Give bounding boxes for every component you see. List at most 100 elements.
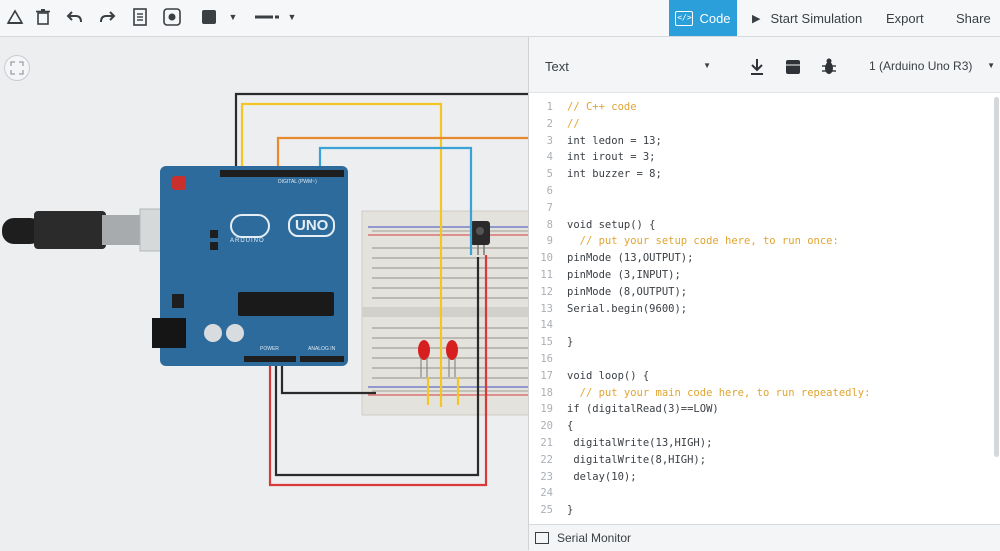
circuit-canvas[interactable]: DIGITAL (PWM~) UNO ARDUINO POWER ANALOG … (0, 37, 528, 550)
share-label: Share (956, 10, 991, 26)
analog-label: ANALOG IN (308, 346, 336, 352)
chevron-down-icon: ▼ (703, 61, 711, 70)
editor-scrollbar[interactable] (994, 97, 999, 457)
line-number: 15 (540, 336, 553, 349)
serial-monitor-label: Serial Monitor (557, 531, 632, 545)
device-select[interactable]: 1 (Arduino Uno R3) ▼ (869, 59, 995, 77)
line-number: 23 (540, 470, 553, 483)
wires[interactable] (234, 92, 528, 487)
library-icon[interactable] (785, 58, 801, 76)
undo-icon[interactable] (64, 6, 86, 28)
code-mode-select[interactable]: Text ▼ (545, 59, 711, 77)
code-line: int irout = 3; (567, 151, 656, 164)
analog-header (300, 356, 344, 362)
line-number: 2 (546, 117, 553, 130)
code-button-label: Code (699, 10, 731, 26)
line-number: 19 (540, 403, 553, 416)
serial-monitor-icon (535, 532, 549, 544)
arduino-uno-board[interactable]: DIGITAL (PWM~) UNO ARDUINO POWER ANALOG … (152, 166, 348, 366)
line-number: 8 (546, 218, 553, 231)
line-number: 22 (540, 453, 553, 466)
eye-icon[interactable] (161, 6, 183, 28)
circuit-drawing (2, 92, 528, 487)
line-number: 10 (540, 252, 553, 265)
code-line: } (567, 336, 574, 349)
code-line: pinMode (8,OUTPUT); (567, 285, 688, 298)
code-line: int buzzer = 8; (567, 168, 662, 181)
code-line: } (567, 504, 574, 517)
code-comment-line: // put your setup code here, to run once… (567, 235, 839, 248)
uno-logo: UNO (288, 214, 336, 237)
line-number: 9 (546, 235, 553, 248)
code-line: int ledon = 13; (567, 134, 662, 147)
top-toolbar: ▼ ▼ </> Code ▶ Start Simulation Export S… (0, 0, 1000, 37)
power-header (244, 356, 296, 362)
code-mode-value: Text (545, 59, 569, 74)
led-1[interactable] (418, 340, 430, 377)
code-line: digitalWrite(13,HIGH); (567, 437, 713, 449)
line-number: 18 (540, 386, 553, 399)
notes-icon[interactable] (129, 6, 151, 28)
line-style-icon[interactable] (252, 6, 282, 28)
small-chip (210, 230, 218, 238)
serial-monitor-bar[interactable]: Serial Monitor (529, 524, 1000, 551)
device-value: 1 (Arduino Uno R3) (869, 59, 973, 73)
start-simulation-button[interactable]: ▶ Start Simulation (752, 0, 862, 36)
code-comment-line: // put your main code here, to run repea… (567, 386, 871, 399)
power-label: POWER (260, 346, 279, 352)
line-number: 11 (540, 269, 553, 281)
reset-button[interactable] (172, 176, 186, 190)
line-number: 24 (540, 487, 553, 500)
fill-color-dropdown-icon[interactable]: ▼ (228, 12, 238, 22)
download-icon[interactable] (749, 57, 765, 77)
code-line: if (digitalRead(3)==LOW) (567, 403, 719, 416)
breadboard[interactable] (361, 210, 528, 416)
code-line: pinMode (3,INPUT); (567, 269, 681, 281)
line-number: 20 (540, 420, 553, 433)
share-button[interactable]: Share (956, 0, 991, 36)
line-number: 21 (540, 437, 553, 449)
usb-cable[interactable] (2, 208, 179, 252)
chevron-down-icon: ▼ (987, 61, 995, 70)
line-number: 17 (540, 369, 553, 382)
debug-icon[interactable] (821, 57, 837, 77)
line-number: 14 (540, 319, 553, 332)
code-line: Serial.begin(9600); (567, 302, 688, 315)
code-line: digitalWrite(8,HIGH); (567, 453, 707, 466)
code-panel: Text ▼ 1 (Arduino Uno R3) ▼ 1 // C++ code… (528, 37, 1000, 551)
code-button[interactable]: </> Code (669, 0, 737, 36)
code-line: { (567, 420, 574, 433)
line-number: 5 (546, 168, 553, 181)
redo-icon[interactable] (96, 6, 118, 28)
line-number: 12 (540, 285, 553, 298)
line-style-dropdown-icon[interactable]: ▼ (287, 12, 297, 22)
capacitor (204, 324, 222, 342)
icsp-header (172, 294, 184, 308)
line-number: 3 (546, 134, 553, 147)
code-line: void setup() { (567, 218, 656, 231)
ir-receiver[interactable] (470, 221, 490, 255)
code-comment-line: // C++ code (567, 101, 637, 113)
code-comment-line: // (567, 117, 580, 130)
trash-icon[interactable] (32, 6, 54, 28)
line-number: 1 (546, 101, 553, 113)
export-label: Export (886, 10, 924, 26)
fill-color-icon[interactable] (198, 6, 220, 28)
line-number: 13 (540, 302, 553, 315)
fit-view-icon[interactable] (4, 55, 30, 81)
power-jack (152, 318, 186, 348)
digital-label: DIGITAL (PWM~) (278, 179, 317, 185)
brand-label: ARDUINO (230, 238, 265, 244)
code-icon: </> (675, 10, 694, 26)
line-number: 6 (546, 185, 553, 197)
code-panel-header: Text ▼ 1 (Arduino Uno R3) ▼ (529, 37, 1000, 93)
hierarchy-icon[interactable] (4, 6, 26, 28)
atmega-chip (238, 292, 334, 316)
digital-header (220, 170, 344, 177)
code-line: void loop() { (567, 369, 650, 382)
export-button[interactable]: Export (886, 0, 924, 36)
code-line: delay(10); (567, 470, 637, 483)
small-chip (210, 242, 218, 250)
led-2[interactable] (446, 340, 458, 377)
